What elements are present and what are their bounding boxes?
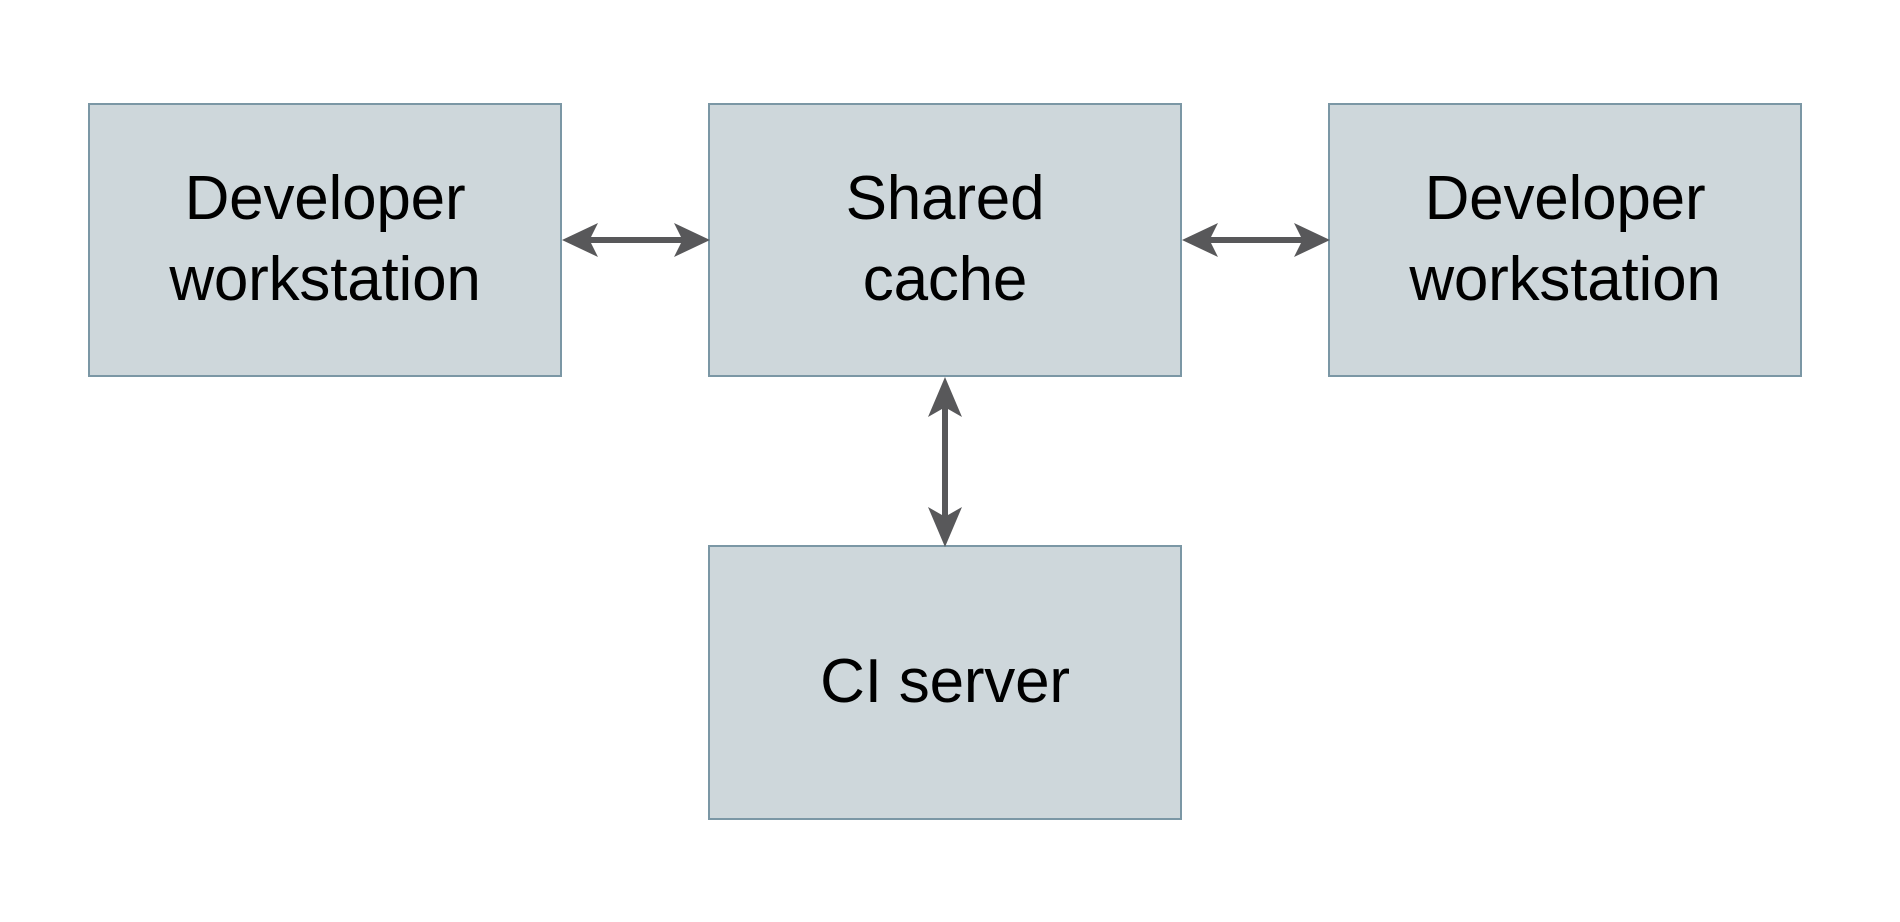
node-label: Developer workstation — [1409, 164, 1721, 314]
edge-shared-cache-to-developer-workstation-right — [1182, 223, 1330, 257]
node-ci-server[interactable]: CI server — [708, 545, 1182, 820]
edge-shared-cache-to-ci-server — [928, 377, 962, 547]
double-arrow-icon — [1182, 223, 1330, 257]
node-label: Developer workstation — [169, 164, 481, 314]
node-shared-cache[interactable]: Shared cache — [708, 103, 1182, 377]
node-developer-workstation-left[interactable]: Developer workstation — [88, 103, 562, 377]
node-developer-workstation-right[interactable]: Developer workstation — [1328, 103, 1802, 377]
edge-developer-workstation-left-to-shared-cache — [562, 223, 710, 257]
double-arrow-icon — [562, 223, 710, 257]
node-label: CI server — [820, 647, 1070, 717]
double-arrow-icon — [928, 377, 962, 547]
node-label: Shared cache — [845, 164, 1045, 314]
